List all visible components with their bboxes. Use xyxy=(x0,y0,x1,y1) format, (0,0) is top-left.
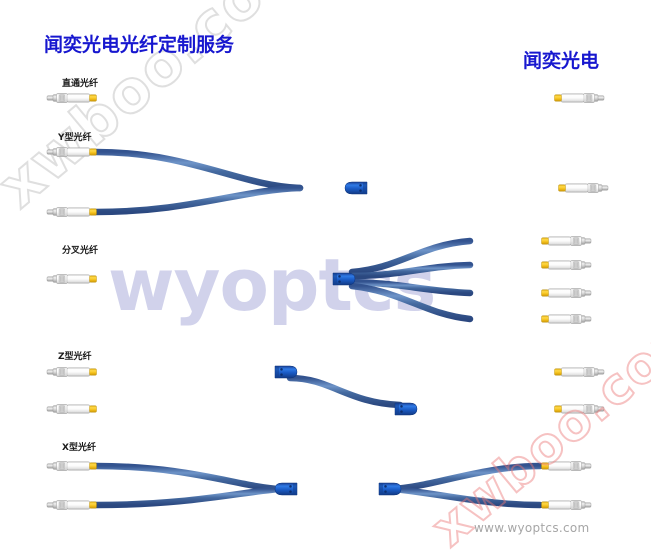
label-y-fiber: Y型光纤 xyxy=(58,133,92,143)
label-straight-fiber: 直通光纤 xyxy=(62,79,99,89)
brand-name: 闻奕光电 xyxy=(523,50,600,72)
product-z-fiber xyxy=(46,365,604,416)
product-x-fiber xyxy=(46,461,591,510)
product-straight-fiber xyxy=(46,93,604,103)
label-x-fiber: X型光纤 xyxy=(62,443,96,453)
product-y-fiber xyxy=(46,147,608,217)
product-fanout-fiber xyxy=(46,236,591,323)
label-fanout-fiber: 分叉光纤 xyxy=(62,246,99,256)
website-url: www.wyoptcs.com xyxy=(474,521,590,535)
label-z-fiber: Z型光纤 xyxy=(58,352,92,362)
page-title: 闻奕光电光纤定制服务 xyxy=(44,34,235,56)
